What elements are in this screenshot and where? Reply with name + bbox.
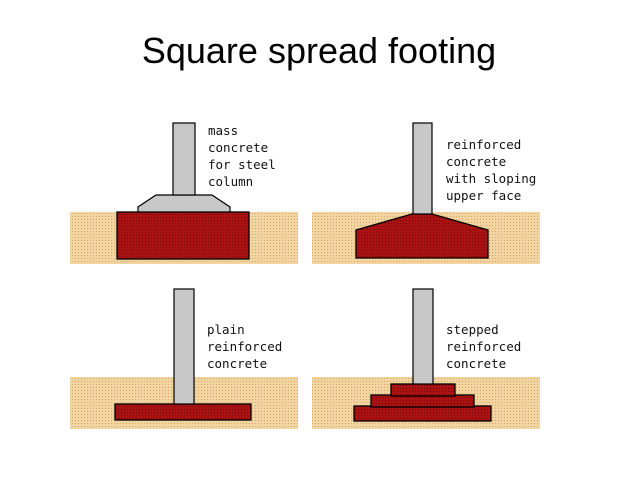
label-line: for steel bbox=[208, 157, 276, 172]
steel-column bbox=[172, 122, 196, 196]
label-line: reinforced bbox=[446, 137, 521, 152]
concrete-footing bbox=[116, 211, 250, 260]
label-line: concrete bbox=[446, 356, 506, 371]
label-line: mass bbox=[208, 123, 238, 138]
panel-stepped-footing: stepped reinforced concrete bbox=[312, 288, 540, 429]
label-line: reinforced bbox=[207, 339, 282, 354]
label-line: concrete bbox=[207, 356, 267, 371]
label-line: concrete bbox=[446, 154, 506, 169]
label-line: plain bbox=[207, 322, 245, 337]
label-line: concrete bbox=[208, 140, 268, 155]
label-line: reinforced bbox=[446, 339, 521, 354]
panel-plain-footing: plain reinforced concrete bbox=[70, 288, 298, 429]
panel-sloping-footing: reinforced concrete with sloping upper f… bbox=[312, 122, 540, 264]
slide-title: Square spread footing bbox=[141, 30, 497, 71]
label-line: with sloping bbox=[446, 171, 536, 186]
step-bottom bbox=[353, 405, 492, 422]
column bbox=[412, 288, 434, 385]
plain-concrete-footing bbox=[114, 403, 252, 421]
label-line: stepped bbox=[446, 322, 499, 337]
step-middle bbox=[370, 394, 475, 408]
label-line: column bbox=[208, 174, 253, 189]
step-top bbox=[390, 383, 456, 397]
panel-mass-concrete: mass concrete for steel column bbox=[70, 122, 298, 264]
column bbox=[173, 288, 195, 405]
label-line: upper face bbox=[446, 188, 521, 203]
column bbox=[412, 122, 433, 215]
mass-concrete-base bbox=[137, 194, 231, 213]
